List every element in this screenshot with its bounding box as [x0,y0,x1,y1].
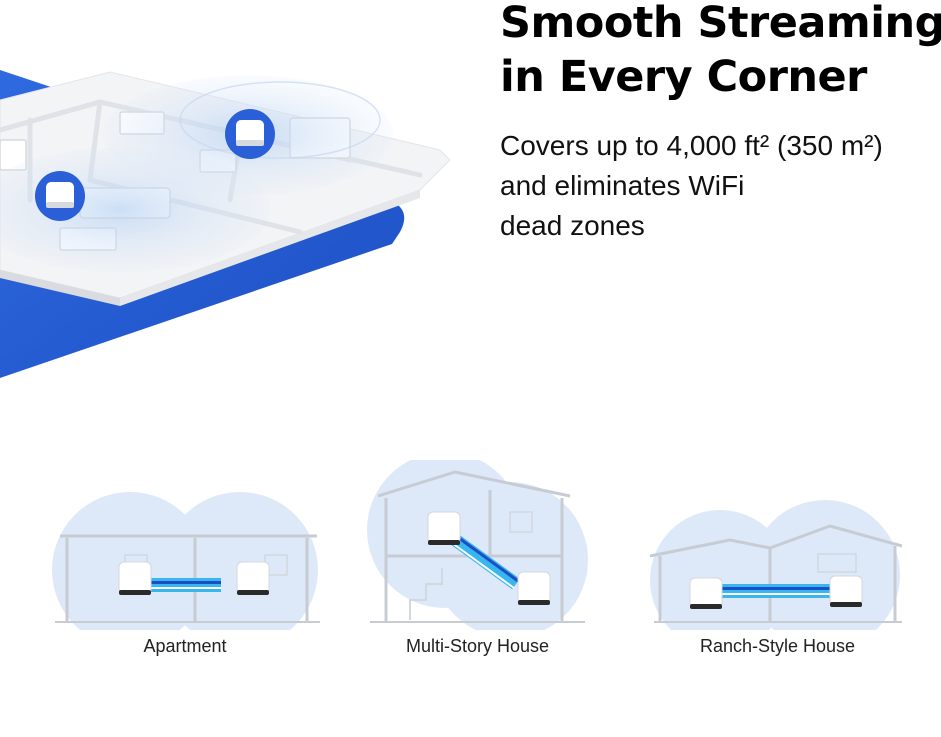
ranch-house-icon [649,500,903,630]
coverage-description: Covers up to 4,000 ft² (350 m²) and elim… [500,126,883,246]
router-marker-2 [35,171,85,221]
scenario-ranch-style-house: Ranch-Style House [640,460,915,656]
router-marker-1 [225,109,275,159]
description-line-1: Covers up to 4,000 ft² (350 m²) [500,130,883,161]
headline-line-1: Smooth Streaming [500,0,941,48]
floor-plan-illustration [0,70,451,378]
scenario-label-ranch-style-house: Ranch-Style House [699,636,856,656]
scenario-apartment: Apartment [45,460,325,656]
multi-story-house-icon [367,460,588,630]
scenario-label-apartment: Apartment [143,636,227,656]
description-line-2: and eliminates WiFi [500,170,745,201]
headline: Smooth Streaming in Every Corner [500,0,941,104]
scenario-multi-story-house: Multi-Story House [340,460,615,656]
description-line-3: dead zones [500,210,645,241]
apartment-icon [52,492,320,630]
headline-line-2: in Every Corner [500,52,867,102]
scenario-label-multi-story-house: Multi-Story House [405,636,550,656]
